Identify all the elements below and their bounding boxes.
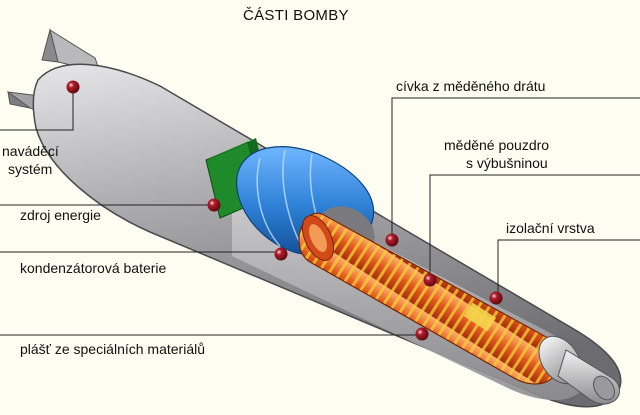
marker-pouzdro	[423, 273, 437, 287]
markers	[66, 80, 503, 341]
label-navadeci-line1: naváděcí	[2, 143, 59, 159]
diagram-title: ČÁSTI BOMBY	[243, 7, 349, 24]
marker-zdroj	[207, 198, 221, 212]
label-pouzdro-line1: měděné pouzdro	[444, 137, 550, 153]
marker-izolace	[489, 291, 503, 305]
marker-kondenzator	[274, 247, 288, 261]
marker-plast	[415, 327, 429, 341]
label-pouzdro-line2: s výbušninou	[466, 155, 548, 171]
marker-navadeci	[66, 80, 80, 94]
leader-lines	[0, 90, 640, 336]
label-kondenzatorova-baterie: kondenzátorová baterie	[20, 260, 167, 276]
label-plast: plášť ze speciálních materiálů	[20, 341, 206, 357]
label-navadeci-line2: systém	[8, 161, 53, 177]
copper-coil	[298, 212, 561, 385]
insulation-band	[463, 302, 497, 332]
marker-civka	[385, 233, 399, 247]
label-zdroj-energie: zdroj energie	[20, 207, 101, 223]
label-izolacni-vrstva: izolační vrstva	[506, 220, 595, 236]
nose-probe	[538, 335, 620, 405]
label-civka: cívka z měděného drátu	[396, 78, 546, 94]
